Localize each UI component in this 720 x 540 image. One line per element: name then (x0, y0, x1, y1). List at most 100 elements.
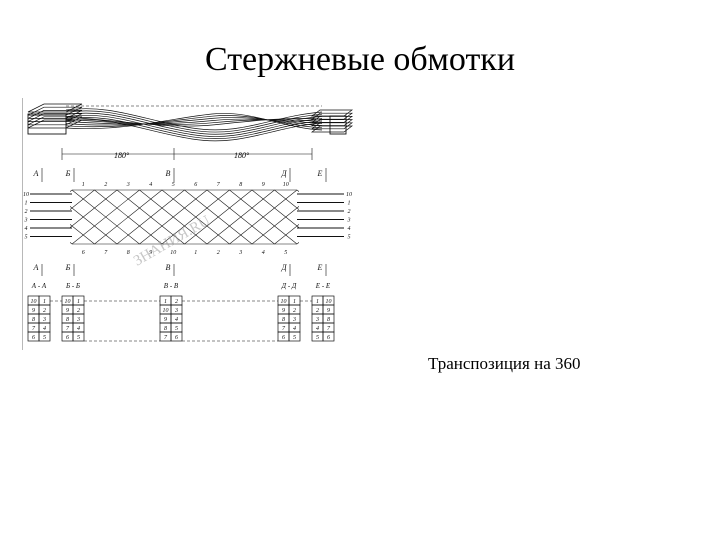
lattice-number-top: 8 (239, 182, 242, 188)
lattice-number-top: 7 (217, 182, 221, 188)
section-cell-number: 3 (42, 317, 46, 323)
left-bar-stack (27, 113, 83, 122)
lattice-number-top: 1 (82, 182, 85, 188)
left-bar-stack (27, 116, 83, 126)
right-bar-stack (310, 112, 354, 120)
strand-lower (65, 118, 323, 125)
transposition-lattice (22, 182, 354, 252)
section-cell-number: 3 (76, 317, 80, 323)
section-cell-number: 8 (66, 317, 69, 323)
lead-number-right: 5 (348, 235, 351, 241)
section-cut-label: Д - Д (281, 282, 297, 290)
section-cell-number: 10 (31, 299, 37, 305)
left-bar-stack (27, 106, 83, 116)
strand-upper (65, 114, 323, 137)
section-cell-number: 6 (66, 335, 69, 341)
strand-upper (65, 112, 323, 135)
section-cell-number: 1 (43, 299, 46, 305)
section-cell-number: 9 (164, 317, 167, 323)
section-cell-number: 3 (174, 308, 178, 314)
lattice-number-bottom: 2 (217, 250, 220, 256)
lattice-number-top: 5 (172, 182, 175, 188)
section-cell-number: 5 (293, 335, 296, 341)
section-label-bottom: В (166, 263, 171, 272)
right-bar-stack (310, 119, 354, 126)
strand-lower (65, 117, 323, 126)
lattice-number-top: 6 (194, 182, 197, 188)
angle-left-label: 180° (114, 151, 130, 160)
section-label-top: Д (280, 169, 287, 178)
section-cell-number: 1 (293, 299, 296, 305)
lattice-number-bottom: 8 (127, 250, 130, 256)
lattice-number-top: 4 (149, 181, 152, 188)
section-cell-number: 3 (315, 317, 319, 323)
section-cell-number: 2 (293, 308, 296, 314)
lead-number-left: 2 (25, 209, 28, 215)
section-cell-number: 2 (175, 299, 178, 305)
strand-upper (65, 117, 323, 140)
section-cell-number: 5 (77, 335, 80, 341)
section-cell-number: 6 (327, 335, 330, 341)
left-bar-block (27, 113, 67, 135)
section-cell (170, 331, 183, 342)
lead-number-left: 1 (25, 201, 28, 207)
section-cell-number: 5 (175, 326, 178, 332)
lead-number-right: 10 (346, 192, 352, 198)
lead-number-left: 4 (25, 225, 28, 232)
right-bar-stack (310, 116, 354, 123)
section-cell-number: 4 (316, 325, 319, 332)
section-label-bottom: Б (65, 263, 71, 272)
section-cell-number: 1 (316, 299, 319, 305)
section-label-top: Е (317, 169, 323, 178)
section-cell-number: 8 (282, 317, 285, 323)
section-cell (288, 331, 301, 342)
section-cut-label: В - В (164, 282, 179, 290)
lattice-number-top: 10 (283, 182, 289, 188)
lattice-number-top: 3 (126, 182, 130, 188)
section-label-bottom: Д (280, 263, 287, 272)
section-cell-number: 9 (327, 308, 330, 314)
section-cell-number: 10 (326, 299, 332, 305)
strand-lower (65, 118, 323, 125)
section-cell-number: 4 (175, 316, 178, 323)
perspective-view (27, 103, 354, 142)
section-cell-number: 10 (65, 299, 71, 305)
lattice-number-bottom: 6 (82, 250, 85, 256)
section-label-bottom: Е (317, 263, 323, 272)
section-cell-number: 2 (77, 308, 80, 314)
section-cell-number: 8 (32, 317, 35, 323)
section-cell-number: 9 (282, 308, 285, 314)
section-cell (72, 331, 85, 342)
lead-number-right: 2 (348, 209, 351, 215)
lattice-number-bottom: 7 (104, 250, 108, 256)
lattice-number-top: 9 (262, 182, 265, 188)
section-cut-label: Б - Б (65, 282, 80, 290)
section-cell-number: 9 (66, 308, 69, 314)
dimension-lines: 180° 180° (61, 148, 313, 160)
section-cell-number: 8 (327, 317, 330, 323)
section-cell-number: 7 (164, 335, 168, 341)
section-cell-number: 7 (327, 326, 331, 332)
section-cut-label: А - А (31, 282, 47, 290)
section-cell-number: 8 (164, 326, 167, 332)
right-bar-stack (310, 125, 354, 133)
section-cell-number: 4 (43, 325, 46, 332)
strand-upper (65, 119, 323, 142)
section-cell-number: 4 (293, 325, 296, 332)
section-label-top: В (166, 169, 171, 178)
lattice-number-bottom: 1 (194, 250, 197, 256)
section-cell-number: 10 (163, 308, 169, 314)
lead-number-left: 3 (24, 218, 28, 224)
section-cell-number: 9 (32, 308, 35, 314)
right-bar-block (329, 115, 347, 135)
section-cell-number: 2 (316, 308, 319, 314)
section-label-top: Б (65, 169, 71, 178)
lattice-number-top: 2 (104, 182, 107, 188)
section-cell-number: 6 (175, 335, 178, 341)
section-cell-number: 7 (66, 326, 70, 332)
angle-right-label: 180° (234, 151, 250, 160)
section-cell-number: 7 (282, 326, 286, 332)
strand-lower (65, 116, 323, 127)
